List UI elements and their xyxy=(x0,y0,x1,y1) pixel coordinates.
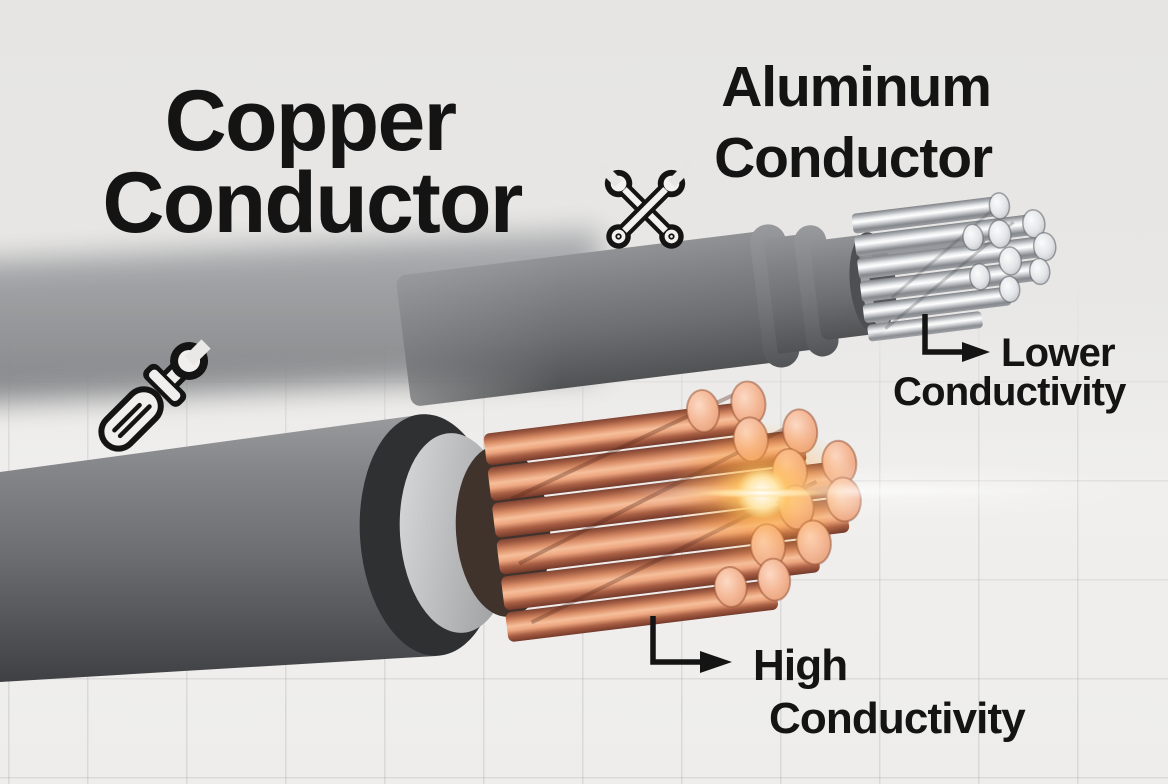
lower-conductivity-label-line1: Lower xyxy=(1001,331,1116,375)
high-conductivity-label-line1: High xyxy=(753,641,848,690)
wrench-screwdriver-icon xyxy=(98,339,211,452)
copper-cable-jacket xyxy=(0,414,482,682)
crossed-wrenches-icon xyxy=(596,160,694,249)
copper-title-line1: Copper xyxy=(164,73,457,169)
aluminum-cable-illustration xyxy=(0,192,1057,406)
aluminum-strands xyxy=(851,192,1057,342)
copper-title-line2: Conductor xyxy=(102,155,523,251)
lower-conductivity-label-line2: Conductivity xyxy=(893,370,1126,414)
arrow-high-conductivity xyxy=(650,616,732,673)
arrow-lower-conductivity xyxy=(922,314,990,362)
high-conductivity-label-line2: Conductivity xyxy=(769,694,1026,743)
glow-highlight xyxy=(620,421,1140,565)
aluminum-title-line2: Conductor xyxy=(714,126,993,190)
aluminum-title-line1: Aluminum xyxy=(721,55,992,119)
copper-cable-illustration xyxy=(0,380,1140,682)
